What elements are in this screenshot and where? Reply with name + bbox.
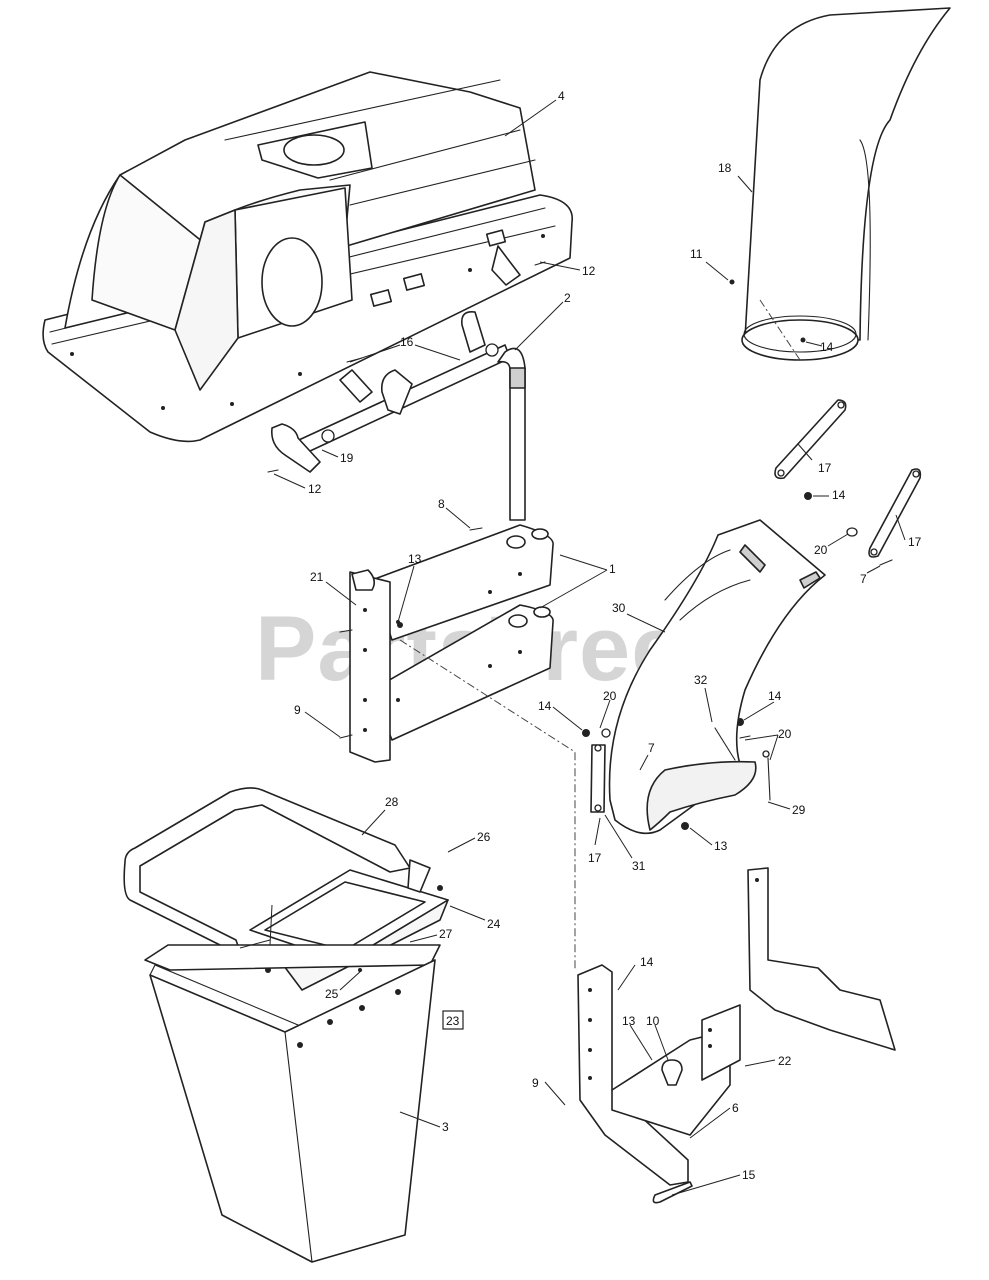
callout-28: 28 (385, 795, 399, 809)
callout-14-right: 14 (832, 488, 846, 502)
callout-21: 21 (310, 570, 324, 584)
callout-7-chute: 7 (648, 741, 655, 755)
part-4-bagger-lid (42, 71, 573, 443)
callout-30: 30 (612, 601, 626, 615)
callout-17-lower: 17 (588, 851, 602, 865)
assembly-line-main (399, 639, 576, 970)
callout-29: 29 (792, 803, 806, 817)
part-21-side-plate (349, 569, 400, 763)
part-17-link-right (868, 468, 922, 558)
part-17-link-lower (590, 744, 606, 813)
callout-14-chute: 14 (820, 340, 834, 354)
callout-1: 1 (609, 562, 616, 576)
callout-13-chute: 13 (714, 839, 728, 853)
part-17-link-upper (774, 399, 847, 480)
callout-32: 32 (694, 673, 708, 687)
callout-17-right: 17 (908, 535, 922, 549)
callout-2: 2 (564, 291, 571, 305)
callout-20-link: 20 (603, 689, 617, 703)
hardware-misc (267, 261, 893, 830)
callout-4: 4 (558, 89, 565, 103)
callout-8: 8 (438, 497, 445, 511)
callout-labels: 4 12 2 16 19 12 18 11 14 17 14 20 17 7 8… (294, 89, 922, 1182)
part-15-pin (652, 1181, 693, 1204)
callout-20-right: 20 (814, 543, 828, 557)
callout-10: 10 (646, 1014, 660, 1028)
assembly-line-chute (759, 299, 801, 361)
part-30-lower-chute (608, 519, 826, 835)
part-28-bag-frame (123, 787, 411, 953)
callout-9-lower: 9 (532, 1076, 539, 1090)
callout-27: 27 (439, 927, 453, 941)
callout-18: 18 (718, 161, 732, 175)
callout-12-lower: 12 (308, 482, 322, 496)
callout-22: 22 (778, 1054, 792, 1068)
leader-lines (239, 99, 906, 1196)
callout-16: 16 (400, 335, 414, 349)
callout-14-link: 14 (538, 699, 552, 713)
part-3-grass-bag (144, 944, 441, 1263)
callout-13-bracket: 13 (408, 552, 422, 566)
callout-26: 26 (477, 830, 491, 844)
part-18-chute-elbow (729, 7, 951, 361)
callout-9-upper: 9 (294, 703, 301, 717)
part-22-deck-bracket (661, 867, 896, 1086)
callout-14-bracket: 14 (640, 955, 654, 969)
part-23-callout-box: 23 (442, 1010, 464, 1030)
callout-24: 24 (487, 917, 501, 931)
callout-19: 19 (340, 451, 354, 465)
callout-12-upper: 12 (582, 264, 596, 278)
callout-11: 11 (690, 247, 703, 261)
part-2-handle (497, 347, 526, 521)
callout-15: 15 (742, 1168, 756, 1182)
callout-25: 25 (325, 987, 339, 1001)
callout-31: 31 (632, 859, 646, 873)
callout-23: 23 (446, 1014, 460, 1028)
callout-20-chute-right: 20 (778, 727, 792, 741)
callout-13-bracket-lower: 13 (622, 1014, 636, 1028)
callout-7-right: 7 (860, 572, 867, 586)
callout-17-upper: 17 (818, 461, 832, 475)
callout-6: 6 (732, 1101, 739, 1115)
part-1-mount-bracket (371, 524, 554, 741)
callout-3: 3 (442, 1120, 449, 1134)
callout-14-chute-right: 14 (768, 689, 782, 703)
